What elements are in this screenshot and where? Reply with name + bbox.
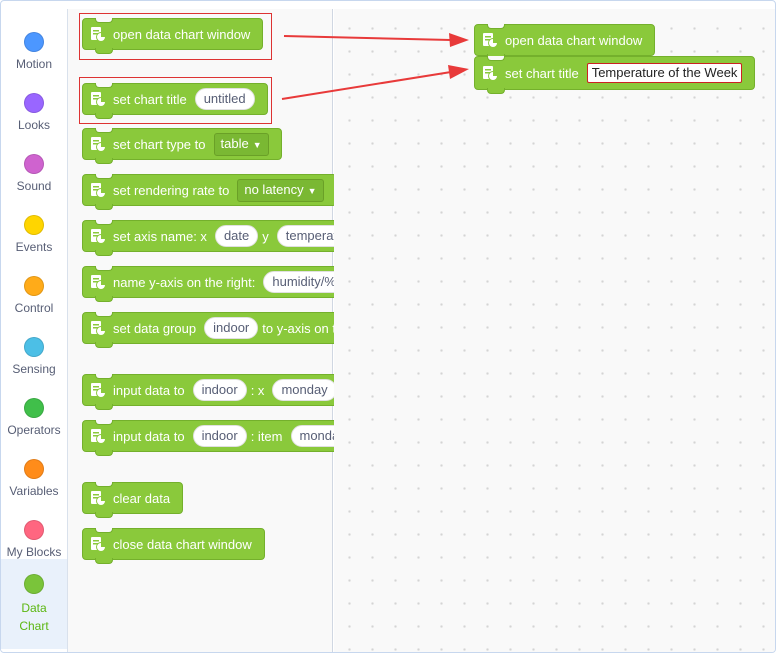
set-rendering-rate-block[interactable]: set rendering rate to no latency▼	[82, 174, 337, 210]
block-label: set chart title	[505, 65, 579, 81]
data-chart-icon	[91, 229, 106, 244]
block-label: set data group	[113, 320, 197, 336]
category-variables[interactable]: Variables	[1, 444, 67, 504]
category-sound[interactable]: Sound	[1, 139, 67, 199]
data-chart-icon	[91, 383, 106, 398]
dropdown-arrow-icon: ▼	[307, 185, 317, 196]
block-label: set chart type to	[113, 136, 206, 152]
category-label: Looks	[17, 118, 51, 132]
category-label: My Blocks	[6, 545, 62, 559]
data-chart-icon	[91, 491, 106, 506]
block-label: set rendering rate to	[113, 182, 230, 198]
category-label: Operators	[7, 423, 61, 437]
workspace-set-chart-title-block[interactable]: set chart title Temperature of the Week	[474, 56, 756, 94]
category-my-blocks[interactable]: My Blocks	[1, 505, 67, 565]
control-color-dot	[24, 276, 44, 296]
category-label-line2: Chart	[19, 619, 49, 633]
open-chart-window-block[interactable]: open data chart window	[82, 18, 264, 54]
operators-color-dot	[24, 398, 44, 418]
category-operators[interactable]: Operators	[1, 383, 67, 443]
category-label: Events	[15, 240, 53, 254]
category-data-chart[interactable]: Data Chart	[1, 559, 67, 649]
category-events[interactable]: Events	[1, 200, 67, 260]
set-chart-title-block[interactable]: set chart title untitled	[82, 83, 268, 119]
data-chart-icon	[91, 27, 106, 42]
my-blocks-color-dot	[24, 520, 44, 540]
category-label: Variables	[9, 484, 59, 498]
chart-type-dropdown[interactable]: table▼	[213, 132, 269, 156]
sound-color-dot	[24, 154, 44, 174]
data-chart-icon	[483, 66, 498, 81]
category-label: Motion	[15, 57, 53, 71]
events-color-dot	[24, 215, 44, 235]
block-label: open data chart window	[113, 26, 251, 42]
block-label: set chart title	[113, 91, 187, 107]
category-label: Sound	[16, 179, 52, 193]
block-label: to y-axis on the	[262, 320, 351, 336]
data-group-input[interactable]: indoor	[192, 379, 247, 401]
script-workspace[interactable]: open data chart window set chart title T…	[334, 9, 775, 652]
block-label: set axis name: x	[113, 228, 207, 244]
block-label: input data to	[113, 382, 185, 398]
highlight-box	[79, 13, 272, 60]
set-chart-type-block[interactable]: set chart type to table▼	[82, 128, 282, 164]
chart-title-input[interactable]: untitled	[194, 88, 255, 110]
right-axis-name-input[interactable]: humidity/%	[263, 271, 345, 293]
data-chart-icon	[91, 321, 106, 336]
rendering-rate-dropdown[interactable]: no latency▼	[237, 178, 324, 202]
category-looks[interactable]: Looks	[1, 78, 67, 138]
data-chart-icon	[91, 92, 106, 107]
dropdown-arrow-icon: ▼	[252, 139, 262, 150]
x-axis-name-input[interactable]: date	[214, 225, 259, 247]
data-chart-icon	[91, 137, 106, 152]
block-label: input data to	[113, 428, 185, 444]
close-chart-window-block[interactable]: close data chart window	[82, 528, 265, 564]
clear-data-block[interactable]: clear data	[82, 482, 184, 518]
name-right-y-axis-block[interactable]: name y-axis on the right: humidity/%	[82, 266, 358, 302]
data-chart-icon	[483, 33, 498, 48]
data-group-input[interactable]: indoor	[204, 317, 259, 339]
block-palette: open data chart window set chart title u…	[68, 9, 444, 652]
data-chart-icon	[91, 429, 106, 444]
dropdown-value: no latency	[244, 181, 304, 197]
data-group-input[interactable]: indoor	[192, 425, 247, 447]
motion-color-dot	[24, 32, 44, 52]
category-label: Sensing	[12, 362, 56, 376]
x-value-input[interactable]: monday	[272, 379, 337, 401]
chart-title-input-editing[interactable]: Temperature of the Week	[586, 63, 743, 83]
data-chart-color-dot	[24, 574, 44, 594]
block-label: : item	[250, 428, 283, 444]
data-chart-icon	[91, 537, 106, 552]
data-chart-icon	[91, 183, 106, 198]
category-motion[interactable]: Motion	[1, 17, 67, 77]
highlight-box	[79, 77, 272, 124]
data-chart-icon	[91, 275, 106, 290]
looks-color-dot	[24, 93, 44, 113]
dropdown-value: table	[220, 135, 249, 151]
category-control[interactable]: Control	[1, 261, 67, 321]
category-label: Control	[14, 301, 54, 315]
block-label: y	[262, 228, 269, 244]
block-label: close data chart window	[113, 536, 252, 552]
category-sidebar: Motion Looks Sound Events Control Sensin…	[1, 9, 68, 652]
block-label: : x	[250, 382, 265, 398]
block-label: clear data	[113, 490, 171, 506]
category-label-line1: Data	[21, 601, 47, 615]
variables-color-dot	[24, 459, 44, 479]
workspace-open-chart-window-block[interactable]: open data chart window	[474, 24, 656, 60]
block-label: name y-axis on the right:	[113, 274, 256, 290]
block-label: open data chart window	[505, 32, 643, 48]
category-sensing[interactable]: Sensing	[1, 322, 67, 382]
sensing-color-dot	[24, 337, 44, 357]
